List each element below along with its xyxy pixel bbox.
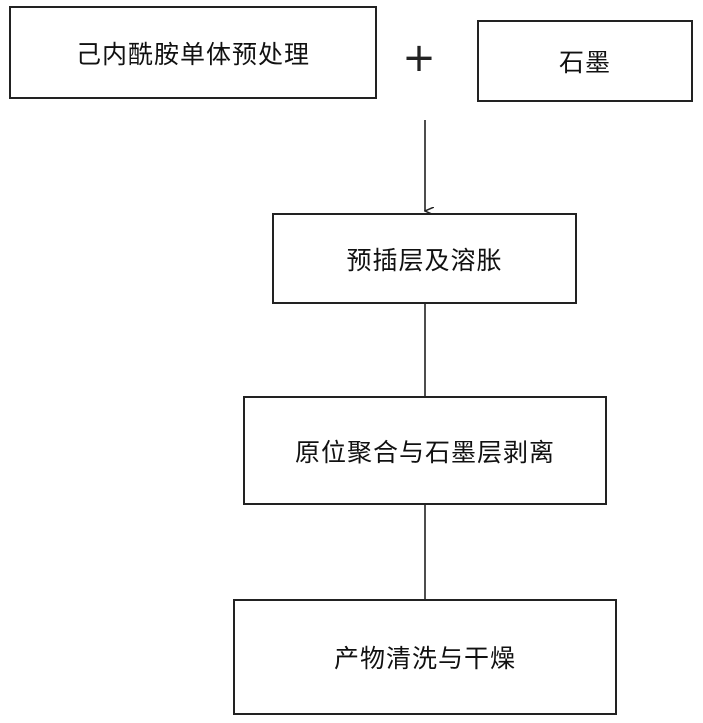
process-label-washing-drying: 产物清洗与干燥 <box>334 639 516 675</box>
process-label-intercalation: 预插层及溶胀 <box>346 241 502 277</box>
process-label-polymerization: 原位聚合与石墨层剥离 <box>295 433 555 469</box>
process-box-washing-drying: 产物清洗与干燥 <box>233 599 617 715</box>
process-box-polymerization: 原位聚合与石墨层剥离 <box>243 396 607 505</box>
process-box-intercalation: 预插层及溶胀 <box>272 213 577 304</box>
